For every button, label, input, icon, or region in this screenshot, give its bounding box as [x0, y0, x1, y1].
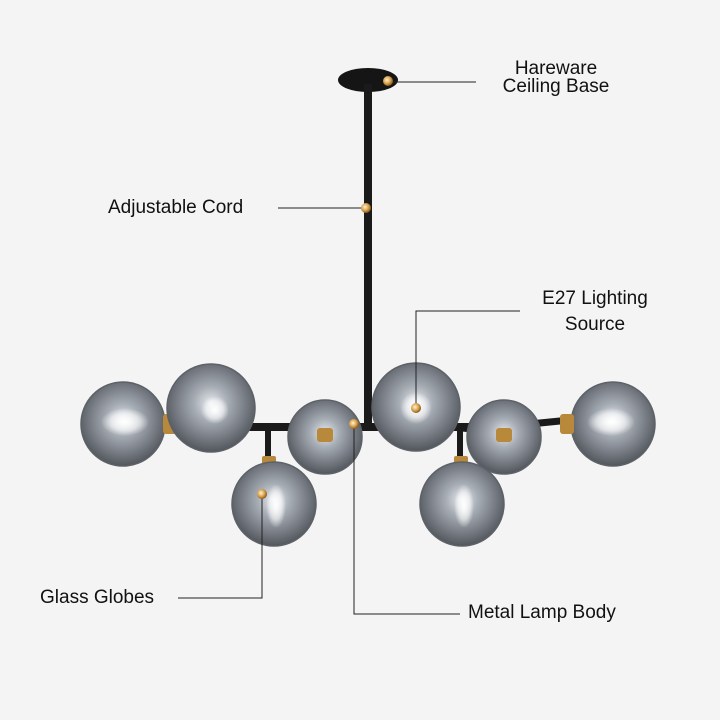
label-adjustable-cord: Adjustable Cord	[108, 197, 244, 218]
globe-right-mid	[466, 399, 542, 475]
globe-far-left	[80, 381, 177, 467]
glass-globes-marker	[257, 489, 267, 499]
label-lighting-source-line2: Source	[564, 314, 626, 335]
callout-dots	[257, 76, 421, 499]
label-lighting-source: E27 Lighting Source	[522, 288, 668, 336]
globe-lower-right	[419, 456, 505, 547]
globe-left-upper	[166, 363, 256, 453]
globe-lower-left	[231, 456, 317, 547]
ceiling-base-marker	[383, 76, 393, 86]
label-ceiling-base-line2: Ceiling Base	[502, 76, 610, 97]
globe-far-right	[560, 381, 656, 467]
label-metal-lamp-body: Metal Lamp Body	[468, 602, 616, 623]
label-ceiling-base-line1: Hareware	[514, 58, 598, 79]
label-lighting-source-line1: E27 Lighting	[542, 288, 648, 309]
adjustable-cord-marker	[361, 203, 371, 213]
ceiling-base	[338, 68, 398, 92]
adjustable-cord	[364, 84, 372, 430]
callout-lines	[178, 81, 520, 615]
lighting-source-marker	[411, 403, 421, 413]
metal-lamp-body-marker	[349, 419, 359, 429]
glass-globes	[80, 362, 656, 547]
label-glass-globes: Glass Globes	[40, 587, 155, 608]
label-ceiling-base: Hareware Ceiling Base	[486, 58, 626, 98]
globe-center-left	[287, 399, 363, 475]
